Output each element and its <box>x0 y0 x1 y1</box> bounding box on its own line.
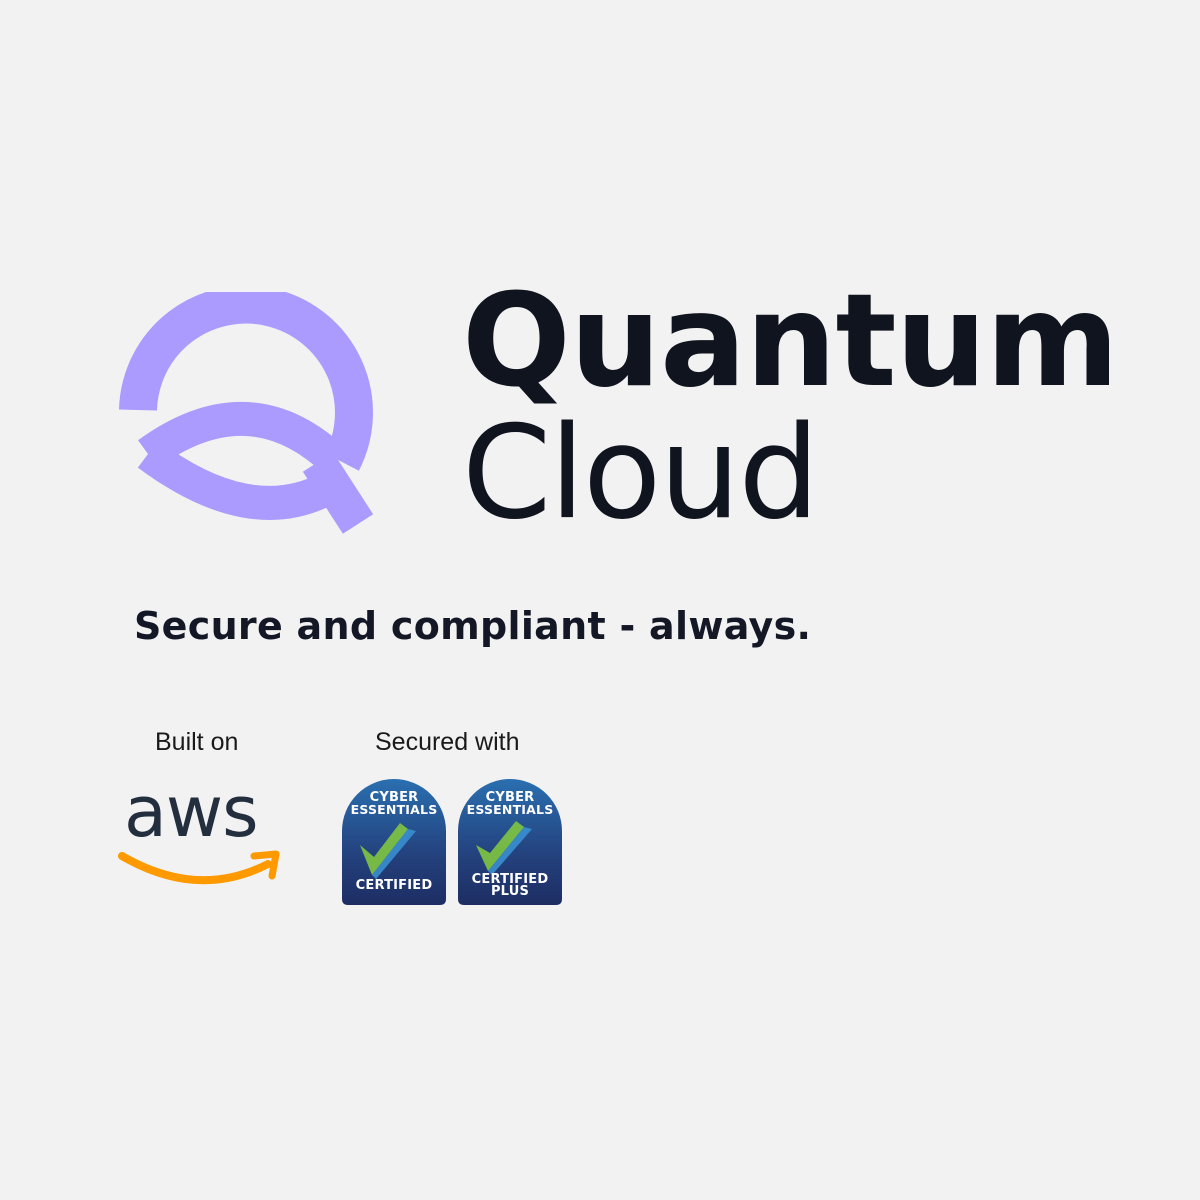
badge-line1: CYBER <box>485 790 535 805</box>
badge-status: CERTIFIED <box>355 878 433 893</box>
secured-with-label: Secured with <box>375 728 520 756</box>
badge-status: CERTIFIED <box>471 872 549 887</box>
cyber-essentials-plus-badge: CYBER ESSENTIALS CERTIFIED PLUS <box>458 779 562 905</box>
aws-logo-text: aws <box>124 771 259 853</box>
badge-line1: CYBER <box>369 790 419 805</box>
badge-status-plus: PLUS <box>490 884 530 899</box>
aws-logo: aws <box>118 772 284 894</box>
aws-smile-arrow-icon <box>118 850 280 885</box>
brand-name-line1: Quantum <box>462 267 1119 416</box>
cyber-essentials-certified-badge: CYBER ESSENTIALS CERTIFIED <box>342 779 446 905</box>
badge-line2: ESSENTIALS <box>466 802 554 817</box>
brand-name-line2: Cloud <box>462 399 820 548</box>
badge-shield-icon <box>458 779 562 905</box>
brand-wordmark: Quantum Cloud <box>462 267 1119 548</box>
tagline: Secure and compliant - always. <box>134 604 812 648</box>
badge-shield-icon <box>342 779 446 905</box>
quantum-cloud-logo-icon <box>119 292 374 534</box>
built-on-label: Built on <box>155 728 239 756</box>
badge-line2: ESSENTIALS <box>350 802 438 817</box>
